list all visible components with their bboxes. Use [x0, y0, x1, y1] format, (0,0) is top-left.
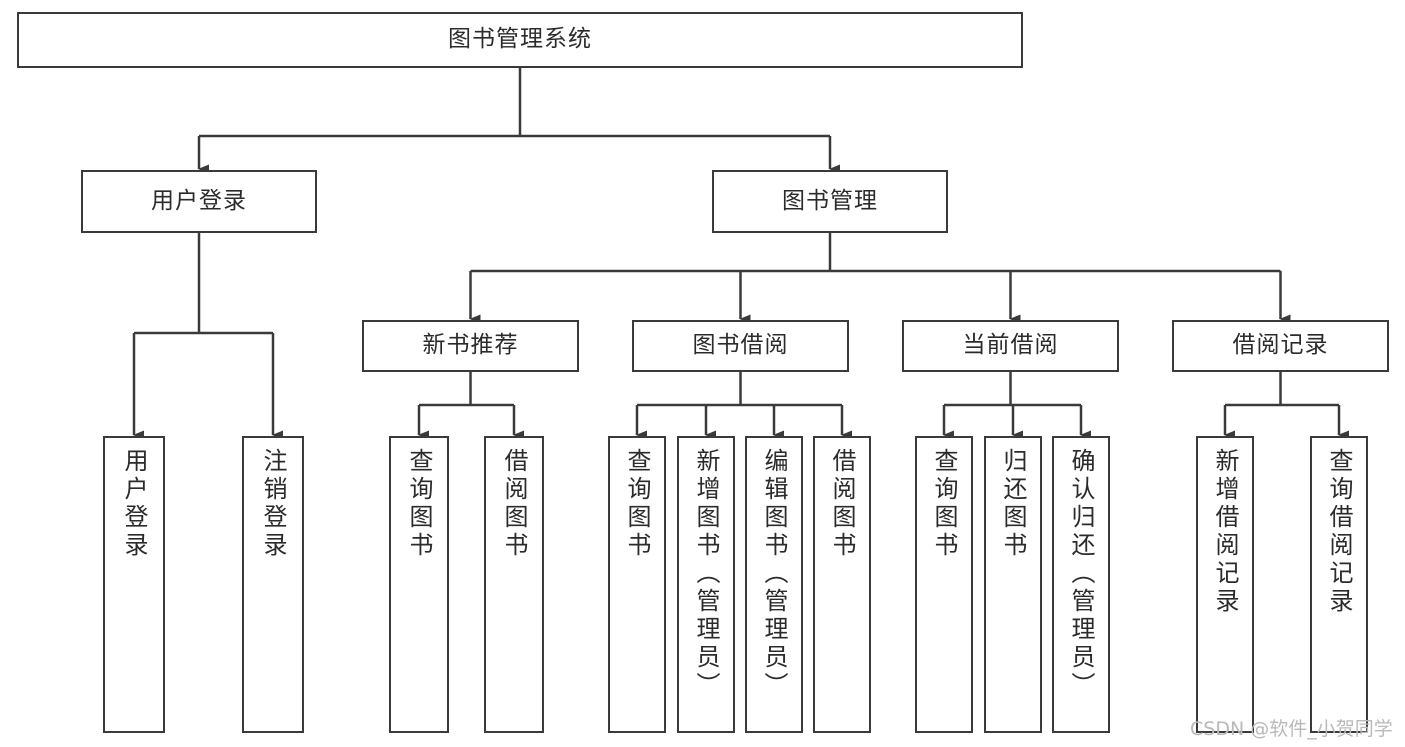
node-label: 借阅图书	[500, 448, 528, 560]
node-label: 查询图书	[405, 448, 433, 560]
node-leaf-return-book[interactable]: 归还图书	[984, 436, 1042, 733]
node-leaf-edit-book[interactable]: 编辑图书（管理员）	[745, 436, 803, 733]
node-label: 新书推荐	[422, 332, 519, 359]
node-leaf-user-login[interactable]: 用户登录	[103, 436, 165, 733]
node-label: 用户登录	[151, 187, 247, 214]
node-leaf-add-record[interactable]: 新增借阅记录	[1196, 436, 1254, 733]
node-label: 图书借阅	[692, 332, 789, 359]
node-user-login[interactable]: 用户登录	[81, 170, 317, 233]
node-leaf-query-record[interactable]: 查询借阅记录	[1310, 436, 1368, 733]
node-label: 图书管理	[782, 187, 878, 214]
node-label: 当前借阅	[962, 332, 1059, 359]
node-leaf-query-book-borrow[interactable]: 查询图书	[608, 436, 666, 733]
node-label: 归还图书	[999, 448, 1027, 560]
node-current-borrow[interactable]: 当前借阅	[902, 320, 1119, 372]
node-leaf-borrow-book-rec[interactable]: 借阅图书	[484, 436, 544, 733]
node-book-manage[interactable]: 图书管理	[712, 170, 948, 233]
node-new-book-recommend[interactable]: 新书推荐	[362, 320, 579, 372]
node-root[interactable]: 图书管理系统	[17, 12, 1023, 68]
node-label: 查询借阅记录	[1325, 448, 1353, 616]
node-label: 编辑图书（管理员）	[760, 448, 788, 700]
node-label: 用户登录	[120, 448, 148, 560]
node-book-borrow[interactable]: 图书借阅	[632, 320, 849, 372]
node-label: 注销登录	[259, 448, 287, 560]
node-leaf-borrow-book[interactable]: 借阅图书	[813, 436, 871, 733]
node-leaf-query-book-cur[interactable]: 查询图书	[915, 436, 973, 733]
node-label: 查询图书	[930, 448, 958, 560]
node-leaf-add-book[interactable]: 新增图书（管理员）	[677, 436, 735, 733]
node-label: 借阅图书	[828, 448, 856, 560]
node-label: 新增图书（管理员）	[692, 448, 720, 700]
node-leaf-logout[interactable]: 注销登录	[242, 436, 304, 733]
watermark: CSDN @软件_小贺同学	[1190, 718, 1393, 740]
node-label: 借阅记录	[1232, 332, 1329, 359]
node-label: 确认归还（管理员）	[1067, 448, 1095, 700]
node-label: 图书管理系统	[448, 26, 592, 53]
node-borrow-record[interactable]: 借阅记录	[1172, 320, 1389, 372]
node-label: 新增借阅记录	[1211, 448, 1239, 616]
node-label: 查询图书	[623, 448, 651, 560]
node-leaf-confirm-return[interactable]: 确认归还（管理员）	[1052, 436, 1110, 733]
node-leaf-query-book-rec[interactable]: 查询图书	[389, 436, 449, 733]
